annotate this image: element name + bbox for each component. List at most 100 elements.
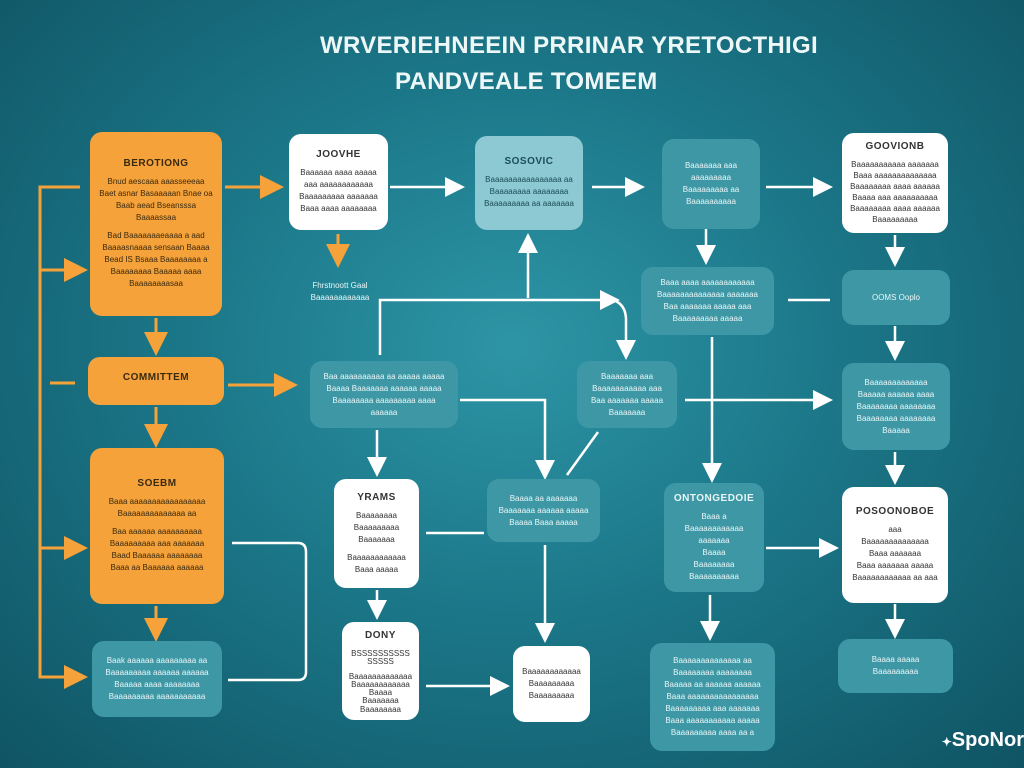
node-text-line: Baaaaaa aaaa aaaaa	[300, 168, 377, 177]
node-text-line: Baaaaaaaaaa	[686, 197, 736, 206]
node-text-line: Baaaaaaaaaaaa aa aaa	[852, 573, 938, 582]
node-text-line: Baaaa aa aaaaaaa	[509, 493, 578, 503]
node-text-line: Baaaaaaaaaaaaaa	[861, 537, 929, 546]
sparkle-icon: ✦	[941, 735, 952, 749]
node-text-line: Baaaassaa	[135, 213, 177, 222]
node-text-line: Baaaaaaaaaaaa	[351, 679, 410, 689]
node-text-line: aaaaaaaaa	[690, 173, 732, 182]
node-text-line: Baaaaaaaaa	[872, 215, 918, 224]
node-text-line: Baaaaaaaa aaaaaaaa	[673, 668, 752, 677]
node-text-line: Baet asnar Basaaaaan Bnae oa	[99, 189, 213, 198]
node-text-line: Baaaaaaaa aaaaaaaa	[856, 401, 936, 411]
node-text-line: aaaaaaa	[698, 535, 730, 545]
node-text-line: aaa aaaaaaaaaaaa	[304, 180, 373, 189]
node-text-line: Baaaaaaaa aaaaaaaaa aaaa	[332, 395, 436, 405]
node-text-line: Baaaaaaaaa aaaaa	[672, 314, 743, 323]
node-text-line: Baaaaaaa	[362, 696, 399, 706]
node-title: POSOONOBOE	[855, 506, 935, 517]
node-text-line: aaaaaa	[370, 407, 398, 417]
node-text-line: Baaaaaaaa	[693, 559, 735, 569]
node-text-line: Baaaaaaaaa aaa aaaaaaa	[109, 539, 205, 548]
flow-node-t4[interactable]: OOMS Ooplo	[842, 270, 950, 325]
node-text-line: Baaaaaaaaa aaa aaaaaaa	[665, 704, 760, 713]
node-title: SOSOVIC	[504, 156, 554, 167]
node-text-line: Baaaaaaaa aaaaaaaa	[489, 187, 569, 196]
node-text-line: Baaaaaaaaaaa aaaaaaa	[851, 160, 939, 169]
node-text-line: Baaa aaaa aaaaaaaaaaaa	[660, 278, 755, 287]
node-text-line: Baaaaa	[882, 425, 910, 435]
node-text-line: Baaaaaaaa aaaaaaaa	[856, 413, 936, 423]
node-text-line: Baaaaaaaaaaaaa	[864, 377, 928, 387]
node-text-line: Baaaa	[702, 547, 726, 557]
node-text-line: Baaaaaaaa aaaa aaaaaa	[850, 204, 940, 213]
node-text-line: Baa aaaaaaaaaa aa aaaaa aaaaa	[323, 371, 445, 381]
node-text-line: Baaa aaaaaaa aaaaa	[856, 561, 934, 570]
node-text-line: Baaaa	[368, 688, 393, 698]
node-title: DONY	[365, 630, 396, 642]
node-text-line: Baaa aaaaaaa	[868, 549, 922, 558]
node-text-line: Baaaaaaa	[358, 534, 395, 544]
node-text-line: Baaaaaaaaa	[872, 667, 919, 676]
node-text-line: Baaa aaaaa	[354, 564, 399, 574]
flow-node-w1[interactable]: JOOVHE Baaaaaa aaaa aaaaa aaa aaaaaaaaaaaa…	[289, 134, 388, 230]
brand-text: SpoNor	[951, 729, 1024, 751]
node-text-line: Baaaa aaa aaaaaaaaaa	[852, 193, 938, 202]
node-title: BEROTIONG	[123, 158, 189, 169]
node-title: ONTONGEDOIE	[673, 492, 755, 504]
node-title: COMMITTEM	[122, 372, 190, 383]
node-text-line: Baaaaaaaaa aaaa aa a	[670, 728, 755, 737]
node-text-line: Baaaaaaaa	[356, 510, 397, 520]
node-text-line: Bnud aescaaa aaasseeeaa	[107, 177, 205, 186]
node-title: SOEBM	[137, 478, 177, 489]
node-title: YRAMS	[357, 491, 396, 503]
node-text-line: Baaa aa Baaaaaa aaaaaa	[110, 563, 204, 572]
diagram-title-line1: WRVERIEHNEEIN PRRINAR YRETOCTHIGI	[320, 32, 818, 59]
node-text-line: Baaa aaaaaaaaaaaaaaaa	[666, 692, 759, 701]
node-title: JOOVHE	[316, 149, 361, 160]
node-text-line: Baaaaaaaasaa	[129, 279, 183, 288]
node-text-line: Baaaaaaa aaa	[600, 371, 654, 381]
node-text-line: Baaaaaaaaaaaaaa aa	[673, 656, 752, 665]
node-text-line: Baaaaaaaaa	[353, 522, 400, 532]
node-text-line: Baaaaa aaaaaa aaaa	[857, 389, 935, 399]
node-text-line: Baaaaaaa	[608, 407, 646, 417]
node-text-line: Bead IS Bsaaa Baaaaaaaa a	[104, 255, 208, 264]
node-text-line: Baaa a	[701, 511, 727, 521]
annotation-line: Baaaaaaaaaaaa	[310, 293, 370, 302]
node-text-line: Baaaaaaaaaaaa	[347, 552, 406, 562]
flow-node-o2[interactable]: COMMITTEM	[88, 357, 224, 405]
node-text-line: Baaaaaaaaaaaaaa aaaaaaa	[657, 290, 758, 299]
node-text-line: Baaaaaaaaaaaaa	[348, 671, 413, 681]
node-text-line: Baaaaaaaa	[360, 704, 401, 714]
node-text-line: aaa	[888, 525, 902, 534]
node-text-line: Baaaaaaaaaaaa	[522, 667, 581, 676]
diagram-title-line2: PANDVEALE TOMEEM	[395, 68, 658, 95]
node-title: GOOVIONB	[865, 141, 925, 152]
node-text-line: Bad Baaaaaaaeaaaa a aad	[107, 231, 205, 240]
node-text-line: Baaaaaaaaa aaaaaaa	[299, 192, 378, 201]
node-text-line: Baaaa aaaaa	[871, 655, 920, 664]
node-text-line: Baaaa Baaaaaaa aaaaaa aaaaa	[326, 383, 442, 393]
node-text-line: Baaa aaaaaaaaaaaaaaaaa	[108, 497, 206, 506]
node-text-line: SSSSS	[367, 657, 394, 667]
node-text-line: Baa aaaaaa aaaaaaaaaa	[112, 527, 202, 536]
